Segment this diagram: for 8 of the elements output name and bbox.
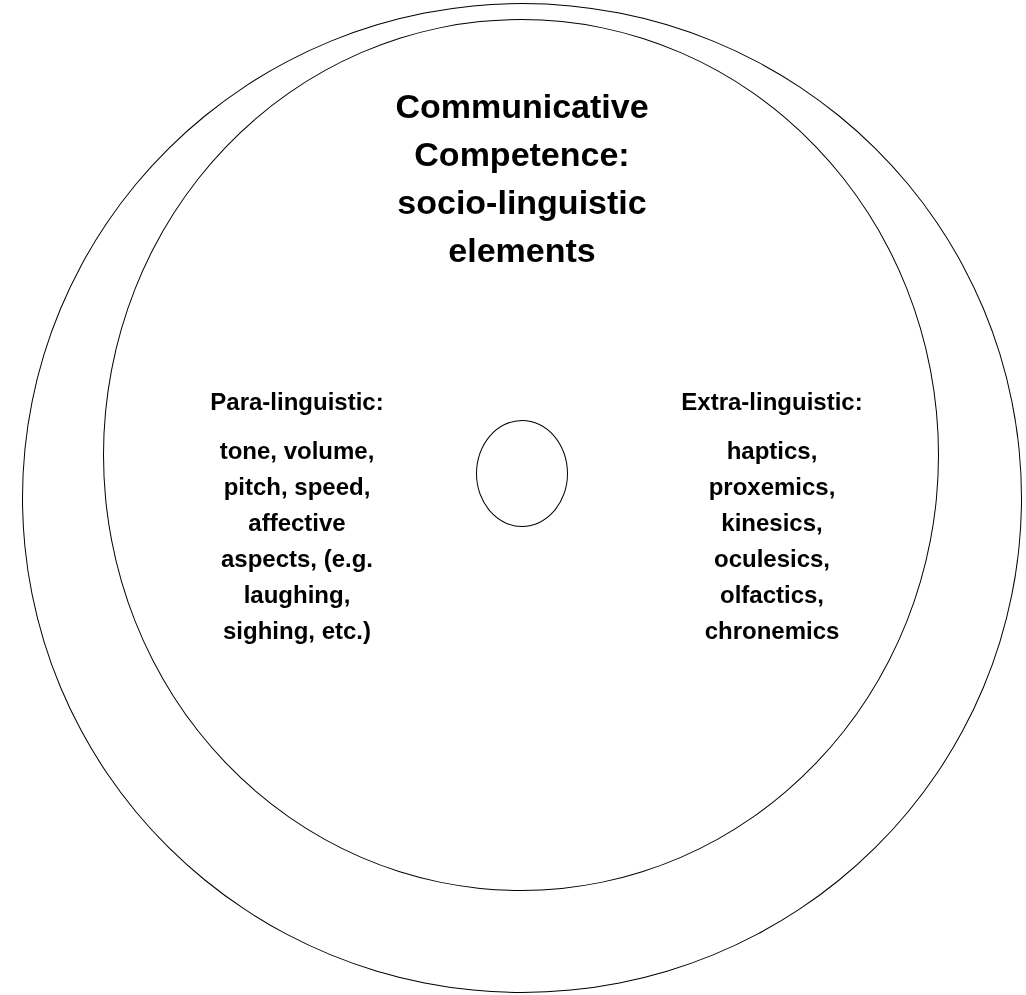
outer-circle: [22, 3, 1022, 993]
body-text: haptics, proxemics, kinesics, oculesics, olfactics, chronemics: [703, 436, 841, 646]
center-circle: [476, 420, 568, 527]
title-text: Communicative Competence: socio-linguistic elements: [394, 86, 650, 271]
section-heading: Para-linguistic:: [209, 387, 385, 417]
section-heading: Extra-linguistic:: [680, 387, 864, 417]
inner-circle: [103, 19, 939, 891]
body-text: tone, volume, pitch, speed, affective aspects, (e.g. laughing, sighing, etc.): [218, 436, 376, 646]
